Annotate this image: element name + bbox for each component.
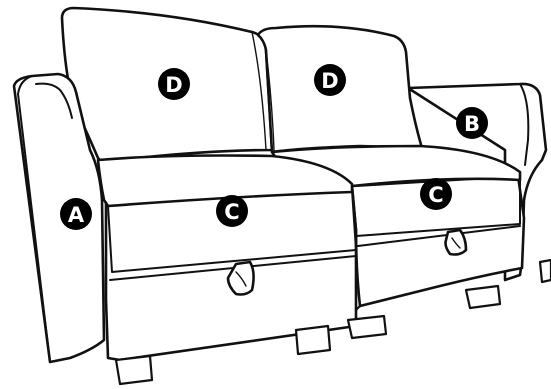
label-left-back: D xyxy=(165,73,182,97)
pull-tab-right xyxy=(446,230,467,255)
label-left-seat: C xyxy=(224,200,239,224)
label-left-arm: A xyxy=(68,203,85,227)
label-right-back: D xyxy=(321,69,338,93)
label-badge-left-seat: C xyxy=(216,195,248,227)
label-right-seat: C xyxy=(428,183,443,207)
label-badge-left-arm: A xyxy=(60,198,92,230)
label-badge-right-back: D xyxy=(314,64,346,96)
label-badge-right-arm: B xyxy=(456,107,488,139)
label-badge-left-back: D xyxy=(158,68,190,100)
label-right-arm: B xyxy=(464,112,480,136)
label-badge-right-seat: C xyxy=(420,178,452,210)
